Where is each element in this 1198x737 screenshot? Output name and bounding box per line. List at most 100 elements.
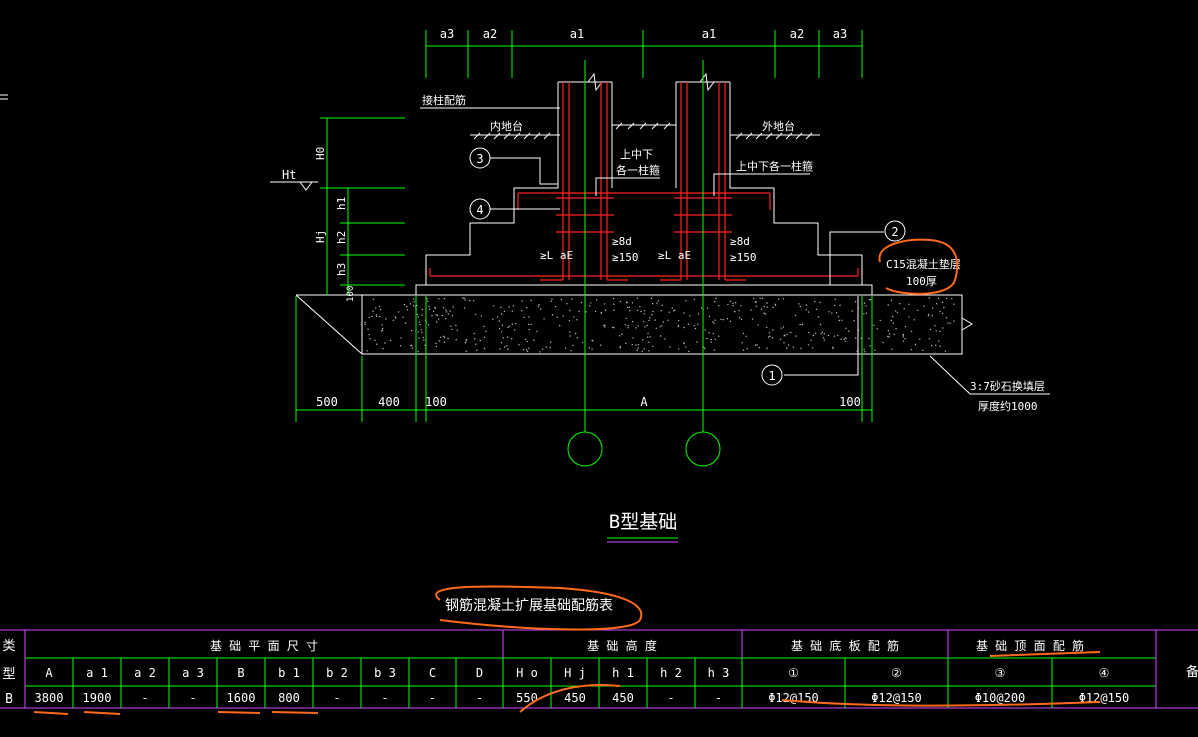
gravel-dot (442, 335, 444, 337)
gravel-dot (372, 310, 374, 312)
gravel-dot (756, 344, 758, 346)
gravel-dot (556, 316, 558, 318)
gravel-dot (822, 337, 825, 339)
gravel-dot (839, 304, 841, 306)
gravel-dot (738, 310, 740, 312)
gravel-dot (688, 350, 690, 353)
gravel-dot (418, 337, 420, 339)
gravel-dot (450, 325, 452, 327)
gravel-dot (834, 298, 836, 300)
gravel-dot (821, 331, 824, 333)
gravel-dot (420, 329, 422, 331)
left-edge-mark (0, 94, 8, 100)
gravel-dot (668, 311, 670, 313)
gravel-dot (764, 313, 767, 315)
gravel-dot (853, 320, 855, 322)
gravel-dot (910, 330, 913, 333)
gravel-dot (812, 347, 814, 349)
gravel-dot (817, 316, 820, 318)
gravel-dot (708, 332, 710, 334)
gravel-dot (729, 300, 732, 303)
gravel-dot (403, 304, 406, 306)
gravel-dot (643, 321, 645, 323)
table-header-cell: b 3 (374, 666, 396, 680)
gravel-dot (891, 348, 893, 350)
label-gravel-1: 3:7砂石换填层 (970, 379, 1045, 393)
table-header-cell: h 1 (612, 666, 634, 680)
gravel-dot (483, 325, 485, 328)
gravel-dot (473, 332, 475, 335)
gravel-dot (428, 308, 431, 310)
gravel-dot (908, 303, 910, 305)
gravel-dot (657, 300, 660, 302)
gravel-dot (523, 316, 525, 319)
gravel-dot (549, 347, 551, 349)
table-data-cell: Φ10@200 (975, 691, 1026, 705)
gravel-dot (549, 341, 552, 343)
gravel-dot (654, 319, 656, 321)
gravel-dot (632, 321, 634, 323)
gravel-dot (805, 304, 808, 306)
gravel-dot (647, 332, 649, 335)
table-header-cell: ④ (1099, 666, 1110, 680)
table-data-cell: 1900 (83, 691, 112, 705)
table-header-cell: a 3 (182, 666, 204, 680)
gravel-dot (931, 344, 933, 347)
gravel-dot (710, 338, 712, 341)
gravel-dot (738, 317, 741, 319)
gravel-dot (447, 313, 449, 315)
gravel-dot (685, 300, 687, 302)
gravel-dot (934, 325, 936, 327)
gravel-dot (419, 324, 421, 326)
gravel-dot (410, 329, 413, 332)
gravel-dot (869, 299, 871, 301)
gravel-dot (364, 323, 366, 325)
gravel-dot (506, 336, 509, 338)
gravel-dot (445, 318, 447, 320)
gravel-dot (475, 343, 477, 345)
gravel-dot (678, 348, 680, 350)
gravel-dot (745, 335, 747, 337)
gravel-dot (879, 319, 881, 322)
gravel-dot (706, 307, 709, 309)
gravel-dot (827, 334, 830, 337)
gravel-dot (551, 298, 553, 300)
gravel-dot (631, 344, 633, 346)
gravel-dot (769, 335, 771, 337)
gravel-dot (439, 336, 442, 338)
gravel-dot (411, 347, 413, 349)
dim-100-vertical: 100 (346, 286, 356, 302)
gravel-dot (427, 300, 429, 303)
table-group-height: 基 础 高 度 (587, 638, 657, 653)
gravel-dot (734, 311, 736, 313)
gravel-dot (449, 310, 451, 312)
gravel-dot (805, 309, 807, 311)
gravel-dot (660, 310, 662, 312)
gravel-dot (664, 338, 666, 340)
gravel-dot (726, 318, 729, 320)
table-header-cell: H o (516, 666, 538, 680)
gravel-dot (526, 307, 528, 309)
gravel-dot (780, 327, 783, 329)
gravel-dot (436, 314, 439, 317)
gravel-dot (800, 347, 802, 349)
table-data-cell: - (476, 691, 483, 705)
gravel-dot (812, 334, 815, 337)
gravel-dot (902, 336, 904, 338)
gravel-dot (888, 336, 890, 338)
gravel-dot (819, 301, 821, 304)
gravel-dot (644, 326, 646, 328)
gravel-dot (854, 301, 857, 303)
gravel-dot (442, 307, 445, 309)
label-8d-right: ≥8d (730, 235, 750, 248)
gravel-dot (591, 348, 593, 350)
gravel-dot (514, 329, 516, 331)
detail-marker-1: 1 (761, 364, 783, 386)
gravel-dot (417, 316, 419, 318)
gravel-dot (434, 307, 437, 309)
gravel-dot (625, 317, 627, 320)
gravel-dot (464, 342, 467, 344)
gravel-dot (462, 297, 464, 299)
gravel-dot (394, 316, 396, 318)
